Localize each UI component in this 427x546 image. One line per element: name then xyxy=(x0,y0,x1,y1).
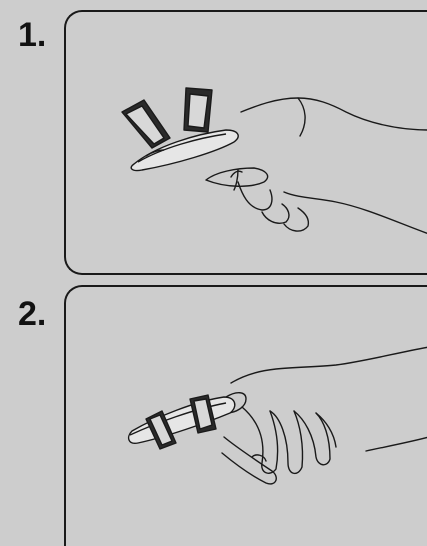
step-2-panel xyxy=(64,285,427,546)
step-1-number: 1. xyxy=(18,18,46,52)
finger-splint-open-straps-hand-icon xyxy=(66,12,427,275)
step-2-number: 2. xyxy=(18,297,46,331)
finger-splint-fastened-hand-icon xyxy=(66,287,427,546)
step-1-panel xyxy=(64,10,427,275)
